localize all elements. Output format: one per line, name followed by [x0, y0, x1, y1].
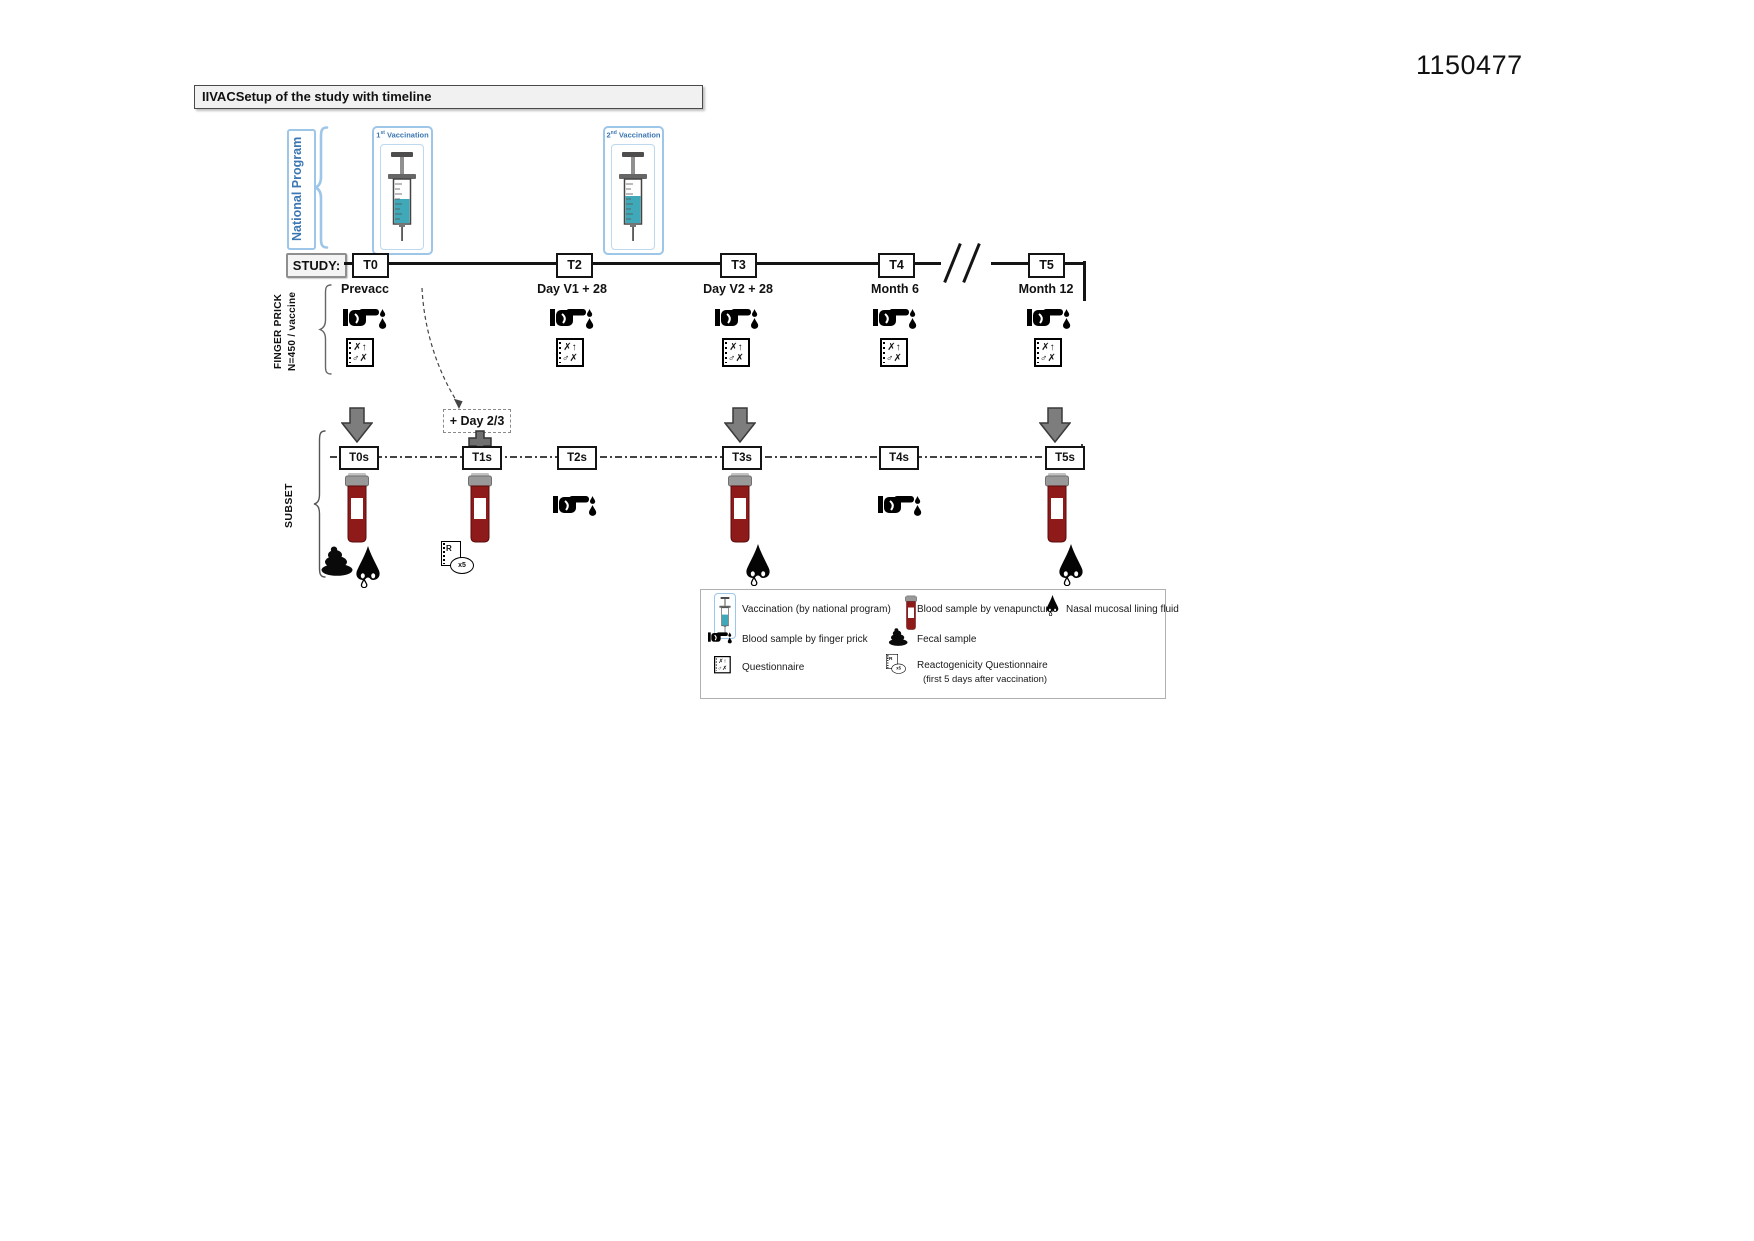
finger-prick-group-label: FINGER PRICK N=450 / vaccine	[273, 291, 298, 371]
blood-tube-icon	[728, 473, 752, 543]
timepoint-T4: T4	[878, 253, 915, 278]
legend	[700, 589, 1166, 699]
timepoint-T0: T0	[352, 253, 389, 278]
questionnaire-icon: ✗↑ ♂✗	[346, 338, 374, 367]
finger-prick-icon	[715, 309, 759, 329]
blood-tube-icon	[905, 595, 917, 633]
vaccination-2-inner-frame	[611, 144, 655, 250]
finger-prick-icon	[343, 309, 387, 329]
timepoint-T2-sublabel: Day V1 + 28	[537, 282, 607, 296]
finger-prick-brace	[318, 284, 332, 375]
subset-timepoint-T4s: T4s	[879, 446, 919, 470]
finger-prick-icon	[708, 628, 732, 648]
legend-fecal-label: Fecal sample	[917, 634, 977, 645]
timepoint-T3-sublabel: Day V2 + 28	[703, 282, 773, 296]
timepoint-T5-sublabel: Month 12	[1018, 282, 1074, 296]
finger-prick-icon	[1027, 309, 1071, 329]
nose-icon	[746, 544, 770, 586]
subset-timepoint-T0s: T0s	[339, 446, 379, 470]
subset-group-label: SUBSET	[283, 483, 295, 529]
syringe-icon	[719, 597, 731, 635]
subset-brace	[313, 430, 326, 578]
day-2-3-note: + Day 2/3	[443, 409, 511, 433]
national-program-label: National Program	[290, 136, 304, 241]
syringe-icon	[619, 152, 647, 241]
reactogenicity-questionnaire-icon: R x5	[441, 541, 475, 575]
legend-questionnaire-label: Questionnaire	[742, 662, 805, 673]
questionnaire-icon: ✗↑ ♂✗	[556, 338, 584, 367]
blood-tube-icon	[468, 473, 492, 543]
dashed-connector-arrow	[421, 287, 463, 409]
questionnaire-icon: ✗↑ ♂✗	[722, 338, 750, 367]
timepoint-T4-sublabel: Month 6	[871, 282, 919, 296]
blood-tube-icon	[1045, 473, 1069, 543]
legend-reactogenicity-label-2: (first 5 days after vaccination)	[923, 674, 1048, 685]
fecal-sample-icon	[888, 628, 908, 649]
legend-nasal-label: Nasal mucosal lining fluid	[1066, 604, 1179, 615]
subset-timepoint-T3s: T3s	[722, 446, 762, 470]
down-arrow-icon	[724, 407, 756, 443]
subset-timepoint-T1s: T1s	[462, 446, 502, 470]
finger-prick-icon	[550, 309, 594, 329]
study-label-box: STUDY:	[286, 253, 347, 278]
nose-icon	[1045, 595, 1060, 619]
blood-tube-icon	[345, 473, 369, 543]
vaccination-2-label: 2nd Vaccination	[606, 130, 661, 140]
legend-vaccination-frame	[714, 593, 736, 639]
subset-timepoint-T2s: T2s	[557, 446, 597, 470]
subset-timeline	[330, 456, 1080, 458]
reactogenicity-questionnaire-icon: R x5	[886, 654, 906, 674]
down-arrow-icon	[1039, 407, 1071, 443]
finger-prick-icon	[553, 496, 597, 516]
timepoint-T0-sublabel: Prevacc	[341, 282, 389, 296]
fecal-sample-icon	[321, 546, 353, 576]
legend-finger-prick-label: Blood sample by finger prick	[742, 634, 868, 645]
questionnaire-icon: ✗↑ ♂✗	[714, 656, 731, 674]
nose-icon	[356, 546, 380, 588]
vaccination-1-label: 1st Vaccination	[376, 130, 429, 140]
legend-reactogenicity-label-1: Reactogenicity Questionnaire	[917, 660, 1048, 671]
down-arrow-icon	[341, 407, 373, 443]
vaccination-1-box: 1st Vaccination	[372, 126, 433, 255]
timepoint-T2: T2	[556, 253, 593, 278]
finger-prick-icon	[873, 309, 917, 329]
vaccination-1-inner-frame	[380, 144, 424, 250]
legend-vaccination-label: Vaccination (by national program)	[742, 604, 891, 615]
study-timeline	[344, 262, 1085, 265]
figure-title: IIVACSetup of the study with timeline	[194, 85, 703, 109]
national-program-box: National Program	[287, 129, 316, 250]
timeline-end-tick	[1083, 261, 1086, 301]
questionnaire-icon: ✗↑ ♂✗	[880, 338, 908, 367]
nose-icon	[1059, 544, 1083, 586]
subset-timepoint-T5s: T5s	[1045, 446, 1085, 470]
syringe-icon	[388, 152, 416, 241]
timepoint-T3: T3	[720, 253, 757, 278]
document-number: 1150477	[1416, 50, 1523, 80]
legend-venapuncture-label: Blood sample by venapuncture	[917, 604, 1055, 615]
national-program-brace	[314, 126, 329, 249]
finger-prick-icon	[878, 496, 922, 516]
questionnaire-icon: ✗↑ ♂✗	[1034, 338, 1062, 367]
vaccination-2-box: 2nd Vaccination	[603, 126, 664, 255]
timepoint-T5: T5	[1028, 253, 1065, 278]
